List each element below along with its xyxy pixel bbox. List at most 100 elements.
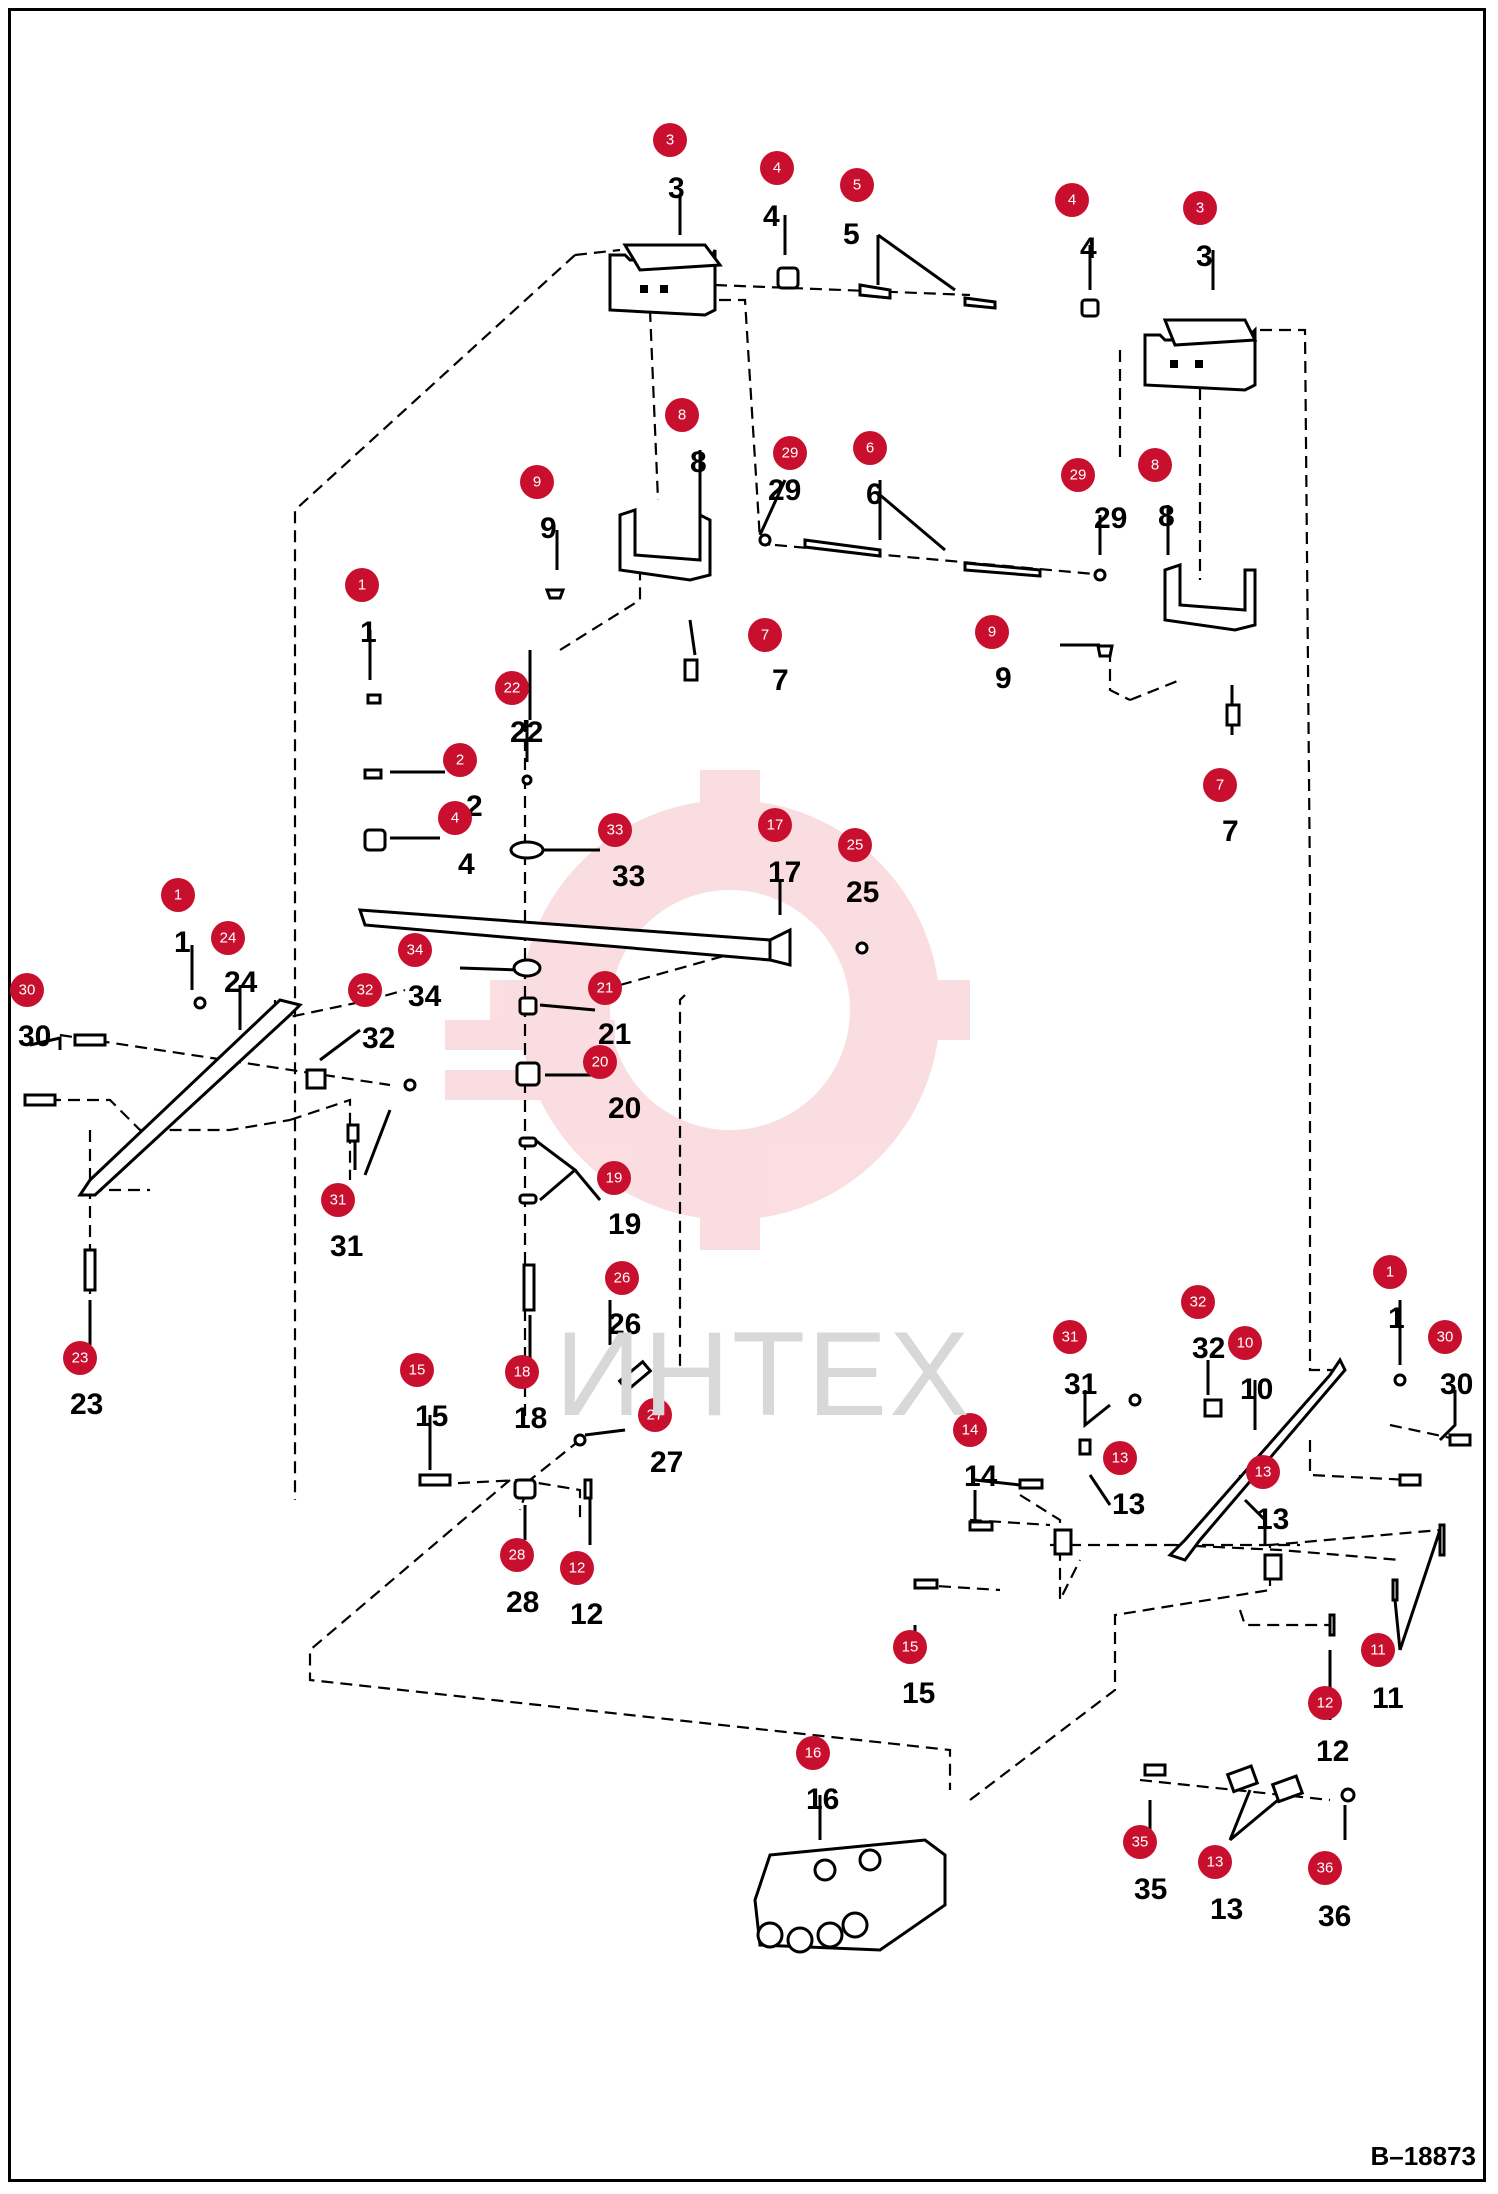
callout-badge[interactable]: 32 (1181, 1285, 1215, 1319)
callout-badge-circle (588, 971, 622, 1005)
callout-badge[interactable]: 25 (838, 828, 872, 862)
callout-badge[interactable]: 5 (840, 168, 874, 202)
callout-badge-number: 13 (1255, 1464, 1272, 1481)
part-number-label: 25 (846, 876, 879, 909)
callout-badge[interactable]: 4 (1055, 183, 1089, 217)
callout-badge[interactable]: 23 (63, 1341, 97, 1375)
callout-badge[interactable]: 24 (211, 921, 245, 955)
callout-badge-circle (1053, 1320, 1087, 1354)
callout-badge-circle (953, 1413, 987, 1447)
callout-badge[interactable]: 17 (758, 808, 792, 842)
callout-badge-number: 13 (1112, 1450, 1129, 1467)
callout-badge[interactable]: 2 (443, 743, 477, 777)
part-number-label: 33 (612, 860, 645, 893)
callout-badge[interactable]: 29 (773, 436, 807, 470)
callout-badge-number: 27 (647, 1407, 664, 1424)
callout-badge[interactable]: 13 (1103, 1441, 1137, 1475)
callout-badge[interactable]: 18 (505, 1355, 539, 1389)
callout-badge[interactable]: 13 (1198, 1845, 1232, 1879)
callout-badge[interactable]: 10 (1228, 1326, 1262, 1360)
callout-badge[interactable]: 7 (748, 618, 782, 652)
callout-badge[interactable]: 12 (1308, 1686, 1342, 1720)
callout-badge[interactable]: 6 (853, 431, 887, 465)
callout-badge-circle (1373, 1255, 1407, 1289)
drawing-code: B–18873 (1370, 2141, 1476, 2171)
callout-badge[interactable]: 35 (1123, 1825, 1157, 1859)
part-number-label: 4 (763, 200, 780, 233)
part-number-label: 9 (995, 662, 1012, 695)
callout-badge[interactable]: 19 (597, 1161, 631, 1195)
callout-badge-number: 31 (1062, 1329, 1079, 1346)
callout-badge-circle (1183, 191, 1217, 225)
callout-badge[interactable]: 22 (495, 671, 529, 705)
callout-badge-circle (796, 1736, 830, 1770)
callout-badge[interactable]: 36 (1308, 1851, 1342, 1885)
callout-badge[interactable]: 1 (161, 878, 195, 912)
callout-badge[interactable]: 4 (760, 151, 794, 185)
callout-badge[interactable]: 33 (598, 813, 632, 847)
callout-badge[interactable]: 26 (605, 1261, 639, 1295)
callout-badge-number: 29 (1070, 467, 1087, 484)
callout-badge[interactable]: 1 (1373, 1255, 1407, 1289)
callout-badge-circle (495, 671, 529, 705)
callout-badge-circle (1103, 1441, 1137, 1475)
callout-badge[interactable]: 9 (520, 465, 554, 499)
callout-badge-number: 13 (1207, 1854, 1224, 1871)
callout-badge[interactable]: 15 (400, 1353, 434, 1387)
callout-badge[interactable]: 4 (438, 801, 472, 835)
callout-badge-number: 34 (407, 942, 424, 959)
callout-badge-circle (665, 398, 699, 432)
callout-badge[interactable]: 31 (321, 1183, 355, 1217)
callout-badge[interactable]: 31 (1053, 1320, 1087, 1354)
callout-badge[interactable]: 7 (1203, 768, 1237, 802)
callout-badge[interactable]: 16 (796, 1736, 830, 1770)
callout-badge[interactable]: 9 (975, 615, 1009, 649)
callout-badge-number: 16 (805, 1745, 822, 1762)
callout-badge-circle (211, 921, 245, 955)
callout-badge[interactable]: 13 (1246, 1455, 1280, 1489)
callout-badge-number: 22 (504, 680, 521, 697)
callout-badge[interactable]: 3 (1183, 191, 1217, 225)
drawing-frame (8, 8, 1486, 2182)
callout-badge-number: 4 (1068, 192, 1076, 209)
callout-badge-circle (500, 1538, 534, 1572)
callout-badge[interactable]: 3 (653, 123, 687, 157)
callout-badge[interactable]: 32 (348, 973, 382, 1007)
callout-badge[interactable]: 29 (1061, 458, 1095, 492)
callout-badge[interactable]: 21 (588, 971, 622, 1005)
callout-badge-number: 33 (607, 822, 624, 839)
callout-badge[interactable]: 30 (1428, 1320, 1462, 1354)
callout-badge[interactable]: 14 (953, 1413, 987, 1447)
callout-badge-number: 12 (1317, 1695, 1334, 1712)
callout-badge-circle (760, 151, 794, 185)
callout-badge[interactable]: 8 (665, 398, 699, 432)
callout-badge[interactable]: 20 (583, 1045, 617, 1079)
callout-badge-number: 19 (606, 1170, 623, 1187)
callout-badge-circle (758, 808, 792, 842)
callout-badge-number: 32 (357, 982, 374, 999)
callout-badge-circle (1061, 458, 1095, 492)
callout-badge-circle (400, 1353, 434, 1387)
part-number-label: 30 (18, 1020, 51, 1053)
callout-badge-circle (1138, 448, 1172, 482)
part-number-label: 15 (415, 1400, 448, 1433)
callout-badge[interactable]: 34 (398, 933, 432, 967)
callout-badge-number: 36 (1317, 1860, 1334, 1877)
callout-badge-number: 15 (902, 1639, 919, 1656)
callout-badge[interactable]: 15 (893, 1630, 927, 1664)
callout-badge[interactable]: 12 (560, 1551, 594, 1585)
part-number-label: 4 (458, 848, 475, 881)
callout-badge-circle (1361, 1633, 1395, 1667)
part-number-label: 29 (768, 474, 801, 507)
callout-badge[interactable]: 27 (638, 1398, 672, 1432)
callout-badge[interactable]: 11 (1361, 1633, 1395, 1667)
callout-badge[interactable]: 1 (345, 568, 379, 602)
callout-badge[interactable]: 30 (10, 973, 44, 1007)
part-number-label: 34 (408, 980, 442, 1013)
callout-badge-circle (853, 431, 887, 465)
nut-9 (544, 588, 1114, 658)
callout-badge-circle (438, 801, 472, 835)
part-number-label: 12 (570, 1598, 603, 1631)
callout-badge[interactable]: 8 (1138, 448, 1172, 482)
callout-badge[interactable]: 28 (500, 1538, 534, 1572)
